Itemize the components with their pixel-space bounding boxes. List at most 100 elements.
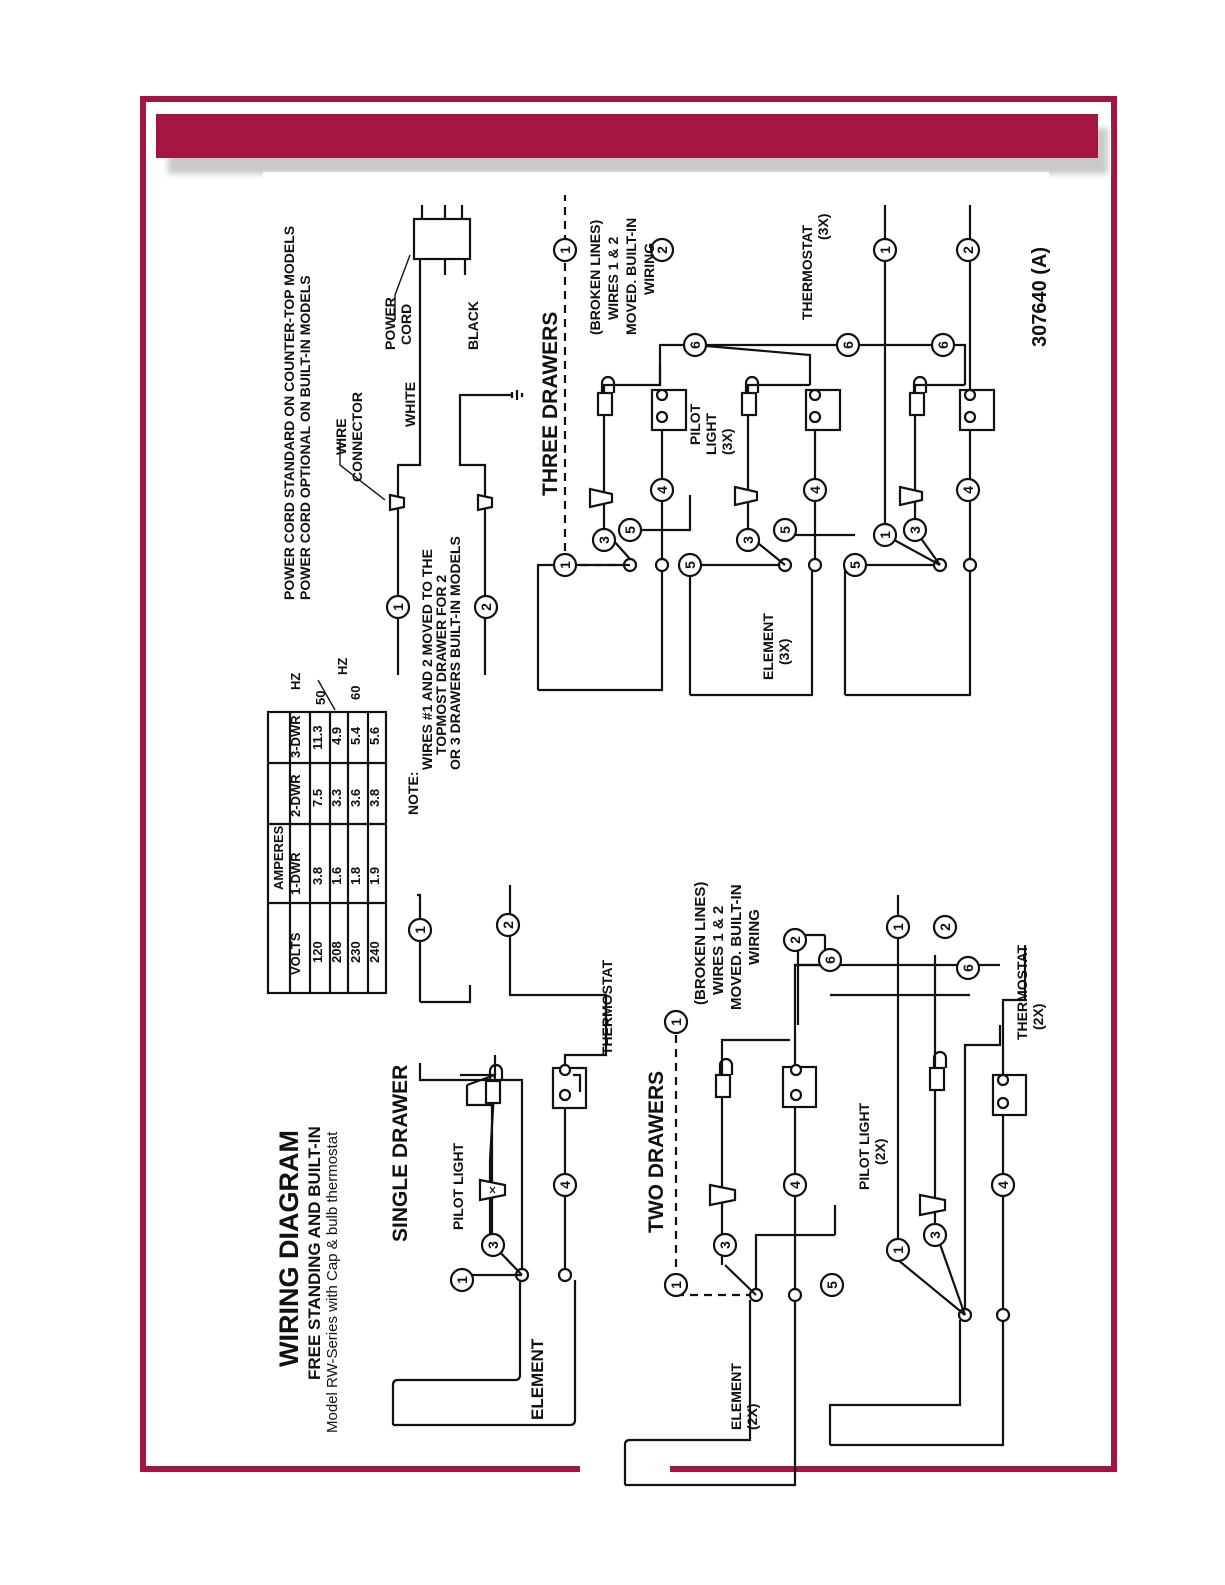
- hz-header: HZ: [288, 673, 303, 690]
- subtitle-text: FREE STANDING AND BUILT-IN: [305, 1126, 324, 1380]
- table-cell: 1.8: [348, 867, 363, 885]
- svg-text:1: 1: [890, 1246, 906, 1254]
- svg-text:2: 2: [478, 603, 494, 611]
- broken-lines-2d-3: MOVED. BUILT-IN: [728, 884, 745, 1010]
- svg-text:1: 1: [390, 603, 406, 611]
- element-3x-count: (3X): [776, 639, 792, 665]
- single-drawer-circuit: 1 3 4 1 2 ELEMENT PILOT LIGHT THERMOSTAT: [391, 885, 615, 1427]
- table-cell: 3.6: [348, 789, 363, 807]
- svg-text:4: 4: [807, 486, 823, 494]
- pilot-light-2x-count: (2X): [872, 1139, 888, 1165]
- white-wire-label: WHITE: [402, 382, 418, 427]
- element-2x-label: ELEMENT: [728, 1363, 744, 1430]
- svg-text:1: 1: [877, 531, 893, 539]
- thermostat-2x-label: THERMOSTAT: [1014, 944, 1030, 1040]
- single-drawer-heading: SINGLE DRAWER: [389, 1065, 412, 1242]
- table-cell: 1.9: [367, 867, 382, 885]
- svg-text:3: 3: [907, 526, 923, 534]
- col-1dwr: 1-DWR: [288, 852, 303, 895]
- pilot-light-3x-count: (3X): [719, 429, 735, 455]
- wire-connector-label-1: WIRE: [333, 418, 349, 455]
- thermostat-label: THERMOSTAT: [599, 959, 615, 1055]
- element-2x-count: (2X): [744, 1404, 760, 1430]
- element-3x-label: ELEMENT: [760, 613, 776, 680]
- svg-text:4: 4: [960, 486, 976, 494]
- svg-text:4: 4: [995, 1181, 1011, 1189]
- svg-text:5: 5: [824, 1281, 840, 1289]
- svg-text:1: 1: [454, 1276, 470, 1284]
- table-cell: 120: [310, 941, 325, 963]
- table-cell: 3.8: [310, 867, 325, 885]
- broken-lines-3d-1: (BROKEN LINES): [587, 220, 603, 335]
- black-wire-label: BLACK: [465, 301, 481, 350]
- wire-connector-label-2: CONNECTOR: [349, 392, 365, 482]
- svg-text:1: 1: [668, 1281, 684, 1289]
- power-cord-note-2: POWER CORD OPTIONAL ON BUILT-IN MODELS: [297, 275, 313, 600]
- svg-text:3: 3: [740, 536, 756, 544]
- svg-text:6: 6: [840, 341, 856, 349]
- broken-lines-2d-4: WIRING: [746, 909, 763, 965]
- note-line-2: TOPMOST DRAWER FOR 2: [433, 575, 449, 755]
- col-3dwr: 3-DWR: [288, 715, 303, 758]
- power-cord-label-2: CORD: [398, 304, 414, 345]
- svg-text:3: 3: [717, 1241, 733, 1249]
- svg-text:1: 1: [668, 1018, 684, 1026]
- broken-lines-3d-3: MOVED. BUILT-IN: [623, 218, 639, 335]
- broken-lines-3d-4: WIRING: [641, 243, 657, 295]
- broken-lines-2d-1: (BROKEN LINES): [692, 882, 709, 1005]
- three-drawers-heading: THREE DRAWERS: [539, 312, 562, 496]
- table-cell: 11.3: [310, 725, 325, 750]
- header-bar: [156, 114, 1098, 158]
- col-2dwr: 2-DWR: [288, 774, 303, 817]
- hz-60: 60: [348, 686, 363, 700]
- svg-text:4: 4: [787, 1181, 803, 1189]
- table-cell: 7.5: [310, 789, 325, 807]
- svg-text:2: 2: [654, 246, 670, 254]
- amperes-header: AMPERES: [271, 825, 286, 890]
- pilot-light-3x-label-2: LIGHT: [703, 413, 719, 455]
- thermostat-3x-label: THERMOSTAT: [799, 224, 815, 320]
- svg-text:1: 1: [412, 926, 428, 934]
- note-line-1: WIRES #1 AND 2 MOVED TO THE: [419, 549, 435, 770]
- svg-text:3: 3: [485, 1241, 501, 1249]
- svg-text:6: 6: [935, 341, 951, 349]
- amperes-table: AMPERES VOLTS 1-DWR 2-DWR 3-DWR 120 3.8 …: [266, 658, 388, 995]
- hz-label: HZ: [335, 658, 350, 675]
- pilot-light-label: PILOT LIGHT: [450, 1142, 466, 1230]
- svg-text:1: 1: [557, 561, 573, 569]
- model-text: Model RW-Series with Cap & bulb thermost…: [324, 1131, 341, 1433]
- power-cord-circuit: 1 2 WIRE CONNECTOR WHITE POWER CORD BLAC…: [281, 205, 524, 675]
- broken-lines-3d-2: WIRES 1 & 2: [605, 237, 621, 320]
- table-cell: 208: [329, 941, 344, 963]
- svg-text:5: 5: [847, 561, 863, 569]
- pilot-light-2x-label: PILOT LIGHT: [856, 1102, 872, 1190]
- svg-text:2: 2: [500, 921, 516, 929]
- table-cell: 230: [348, 941, 363, 963]
- svg-text:4: 4: [557, 1181, 573, 1189]
- thermostat-2x-count: (2X): [1030, 1004, 1046, 1030]
- table-cell: 240: [367, 941, 382, 963]
- table-cell: 5.4: [348, 726, 363, 745]
- pilot-light-3x-label-1: PILOT: [687, 403, 703, 445]
- element-label: ELEMENT: [528, 1338, 547, 1420]
- thermostat-3x-count: (3X): [815, 214, 831, 240]
- note-line-3: OR 3 DRAWERS BUILT-IN MODELS: [447, 536, 463, 770]
- table-cell: 3.8: [367, 789, 382, 807]
- hz-50: 50: [313, 691, 328, 705]
- table-cell: 3.3: [329, 789, 344, 807]
- svg-text:2: 2: [937, 923, 953, 931]
- svg-text:2: 2: [787, 936, 803, 944]
- table-cell: 5.6: [367, 727, 382, 745]
- table-cell: 4.9: [329, 727, 344, 745]
- two-drawers-heading: TWO DRAWERS: [645, 1071, 668, 1233]
- svg-text:4: 4: [654, 486, 670, 494]
- title-text: WIRING DIAGRAM: [274, 1130, 304, 1367]
- svg-text:5: 5: [777, 526, 793, 534]
- power-cord-label-1: POWER: [382, 297, 398, 350]
- svg-text:3: 3: [927, 1231, 943, 1239]
- svg-text:3: 3: [596, 536, 612, 544]
- svg-text:6: 6: [960, 964, 976, 972]
- power-cord-note-1: POWER CORD STANDARD ON COUNTER-TOP MODEL…: [281, 226, 297, 600]
- part-number: 307640 (A): [1029, 247, 1051, 347]
